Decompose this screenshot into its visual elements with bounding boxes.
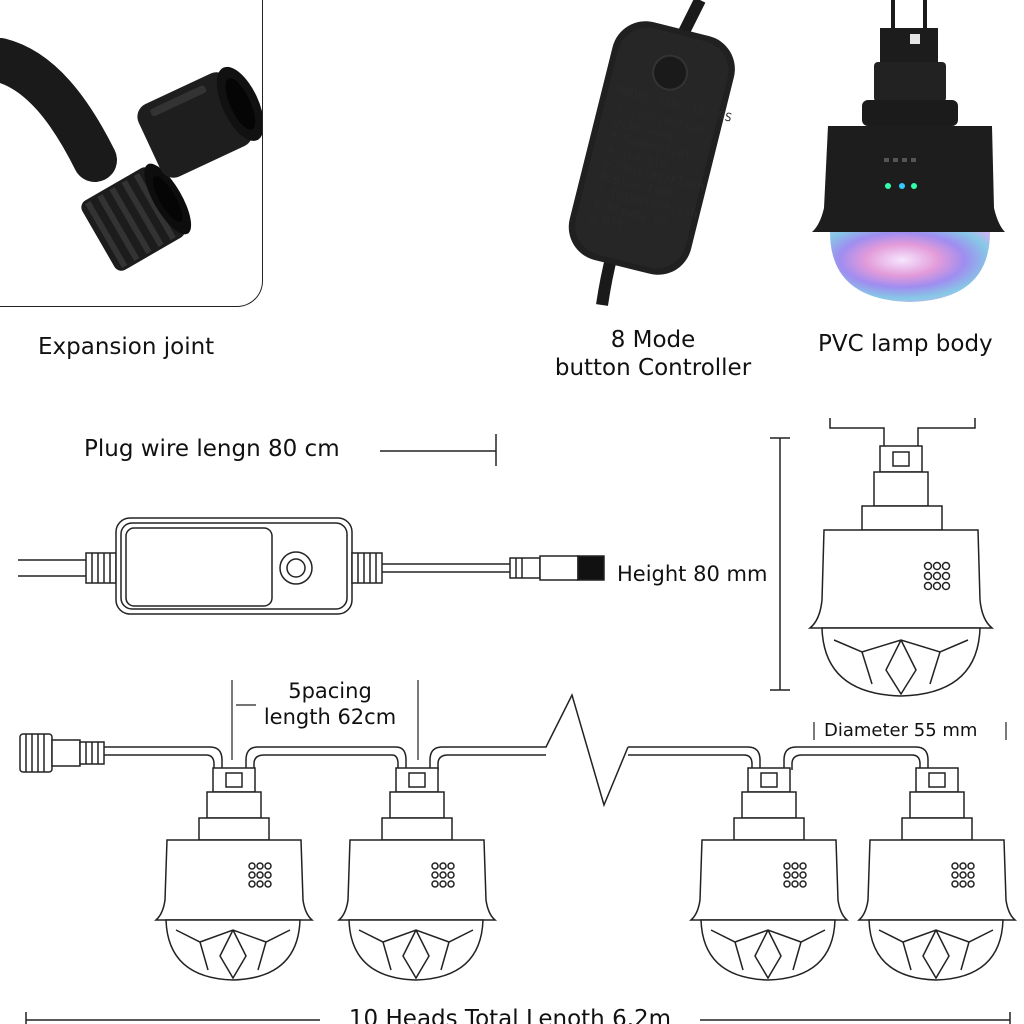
diameter-label: Diameter 55 mm bbox=[824, 720, 978, 741]
chain-lamps-group bbox=[153, 767, 1018, 981]
plug-wire-label: Plug wire lengn 80 cm bbox=[84, 436, 340, 462]
spacing-label-line-1: 5pacing bbox=[288, 679, 372, 703]
lamp-body-label: PVC lamp body bbox=[818, 331, 993, 357]
chain-lamp bbox=[336, 767, 498, 981]
plug-wire-dimension bbox=[380, 434, 497, 466]
controller-label-line-1: 8 Mode bbox=[610, 327, 696, 353]
spacing-label: 5pacing length 62cm bbox=[250, 678, 410, 730]
expansion-joint-label: Expansion joint bbox=[38, 334, 215, 360]
height-label: Height 80 mm bbox=[617, 562, 768, 586]
chain-lamp bbox=[688, 767, 850, 981]
height-lamp-drawing bbox=[770, 418, 995, 697]
lamp-chain bbox=[19, 692, 929, 808]
chain-lamp bbox=[153, 767, 315, 981]
chain-lamp bbox=[856, 767, 1018, 981]
controller-photo: MODEL:385C-18C-9S 1.Combination 2.In wav… bbox=[568, 0, 735, 306]
controller-label: 8 Mode button Controller bbox=[540, 326, 766, 382]
controller-drawing bbox=[18, 517, 605, 615]
controller-label-line-2: button Controller bbox=[554, 355, 752, 381]
lamp-body-photo bbox=[812, 0, 1005, 302]
total-length-dimension bbox=[25, 1012, 1011, 1024]
spacing-dimension bbox=[231, 680, 419, 760]
diameter-dimension bbox=[813, 722, 1007, 740]
expansion-joint-photo-frame bbox=[0, 0, 263, 307]
total-length-label: 10 Heads Total Lenoth 6.2m bbox=[348, 1006, 672, 1024]
expansion-joint-image bbox=[0, 38, 262, 271]
spacing-label-line-2: length 62cm bbox=[263, 705, 397, 729]
